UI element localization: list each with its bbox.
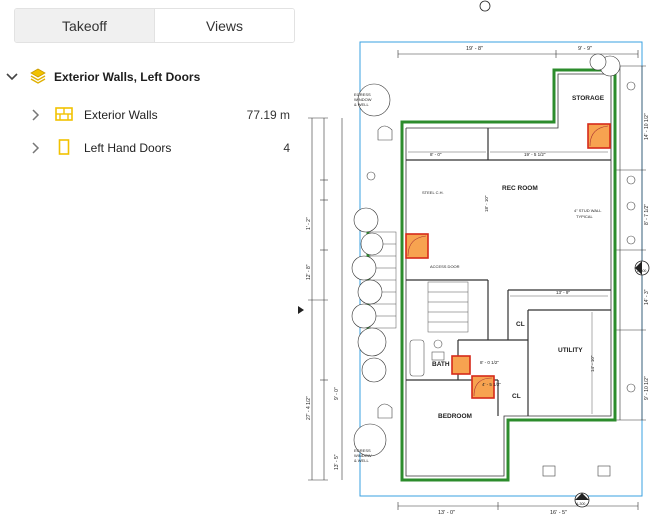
floor-plan-canvas[interactable]: 19' - 8" 9' - 9" 13' - 0" 16' - 5" 27' -… — [298, 0, 659, 518]
wall-icon — [54, 106, 74, 125]
tab-takeoff[interactable]: Takeoff — [15, 9, 154, 42]
svg-text:WINDOW: WINDOW — [354, 97, 372, 102]
note-access-door: ACCESS DOOR — [430, 264, 460, 269]
exterior-wall-takeoff[interactable] — [400, 68, 617, 482]
note-egress-top: EGRESS WINDOW & WELL — [354, 92, 372, 107]
floor-plan-drawing: 19' - 8" 9' - 9" 13' - 0" 16' - 5" 27' -… — [298, 0, 650, 516]
group-row-exterior-walls-left-doors[interactable]: Exterior Walls, Left Doors — [4, 68, 298, 86]
tab-views[interactable]: Views — [154, 9, 294, 42]
door-marker-storage[interactable] — [587, 123, 611, 149]
takeoff-panel: Takeoff Views Exterior Walls, Left Doors — [0, 0, 298, 518]
right-dimensions — [616, 65, 646, 421]
door-takeoff-markers[interactable] — [405, 123, 611, 399]
dim-top-2: 9' - 9" — [578, 46, 592, 52]
chevron-right-icon[interactable] — [28, 107, 44, 123]
chevron-down-icon[interactable] — [4, 69, 20, 85]
item-label: Left Hand Doors — [84, 141, 172, 155]
svg-text:EGRESS: EGRESS — [354, 448, 371, 453]
dim-19-5: 19' - 5 1/2" — [524, 152, 546, 157]
svg-text:TYPICAL: TYPICAL — [576, 214, 593, 219]
room-bedroom: BEDROOM — [438, 413, 472, 420]
item-value: 77.19 m — [246, 108, 290, 122]
note-egress-bottom: EGRESS WINDOW & WELL — [354, 448, 372, 463]
dim-8-0: 8' - 0" — [430, 152, 442, 157]
list-item-exterior-walls[interactable]: Exterior Walls 77.19 m — [28, 106, 290, 124]
door-marker-bath[interactable] — [451, 355, 471, 375]
dim-right-4: 9' - 10 1/2" — [644, 376, 650, 400]
svg-text:A-300: A-300 — [576, 502, 585, 506]
item-value: 4 — [283, 141, 290, 155]
bottom-dimensions — [397, 502, 639, 510]
dim-left-1: 27' - 4 1/2" — [306, 396, 312, 420]
panel-tabs: Takeoff Views — [14, 8, 295, 43]
dim-13-9: 13' - 9" — [556, 290, 570, 295]
section-marker-right: A-300 — [634, 260, 650, 276]
dim-bottom-1: 13' - 0" — [438, 510, 455, 516]
room-rec: REC ROOM — [502, 185, 538, 192]
dim-left-3: 1' - 2" — [306, 217, 312, 230]
left-dimensions — [308, 117, 343, 481]
door-icon — [58, 138, 70, 158]
bath-fixtures — [409, 339, 445, 377]
landscaping — [351, 53, 621, 457]
dim-left-4: 9' - 0" — [334, 387, 340, 400]
note-stud-wall: 4" STUD WALL TYPICAL — [574, 208, 602, 219]
dim-left-2: 12' - 8" — [306, 264, 312, 280]
svg-text:EGRESS: EGRESS — [354, 92, 371, 97]
dim-right-1: 14' - 10 1/2" — [644, 113, 650, 140]
note-steel: STEEL C.H. — [422, 190, 444, 195]
dim-14-10: 14' - 10" — [590, 355, 595, 372]
chevron-right-icon[interactable] — [28, 140, 44, 156]
door-marker-bedroom[interactable] — [471, 375, 495, 399]
dim-top-1: 19' - 8" — [466, 46, 483, 52]
room-utility: UTILITY — [558, 347, 583, 354]
left-edge-marker — [298, 306, 304, 314]
item-label: Exterior Walls — [84, 108, 158, 122]
section-marker-top — [479, 0, 491, 12]
svg-text:WINDOW: WINDOW — [354, 453, 372, 458]
dim-18-10: 18' - 10" — [484, 195, 489, 212]
group-label: Exterior Walls, Left Doors — [54, 70, 201, 84]
door-marker-rec[interactable] — [405, 233, 429, 259]
dim-8-0-half: 8' - 0 1/2" — [480, 360, 499, 365]
dim-right-2: 8' - 7 1/2" — [644, 204, 650, 225]
dim-4-5: 4' - 5 1/2" — [482, 382, 501, 387]
room-cl-2: CL — [512, 393, 521, 400]
list-item-left-hand-doors[interactable]: Left Hand Doors 4 — [28, 138, 290, 158]
room-storage: STORAGE — [572, 95, 605, 102]
interior-walls — [406, 128, 611, 416]
room-bath: BATH — [432, 361, 450, 368]
svg-text:4" STUD WALL: 4" STUD WALL — [574, 208, 602, 213]
section-marker-bottom: A-300 — [574, 492, 590, 508]
layers-icon — [30, 68, 46, 87]
dim-right-3: 14' - 3" — [644, 289, 650, 305]
dim-left-5: 13' - 5" — [334, 454, 340, 470]
svg-text:& WELL: & WELL — [354, 458, 369, 463]
window-wells — [377, 125, 611, 477]
svg-text:A-300: A-300 — [637, 269, 646, 273]
svg-text:& WELL: & WELL — [354, 102, 369, 107]
room-cl-1: CL — [516, 321, 525, 328]
dim-bottom-2: 16' - 5" — [550, 510, 567, 516]
